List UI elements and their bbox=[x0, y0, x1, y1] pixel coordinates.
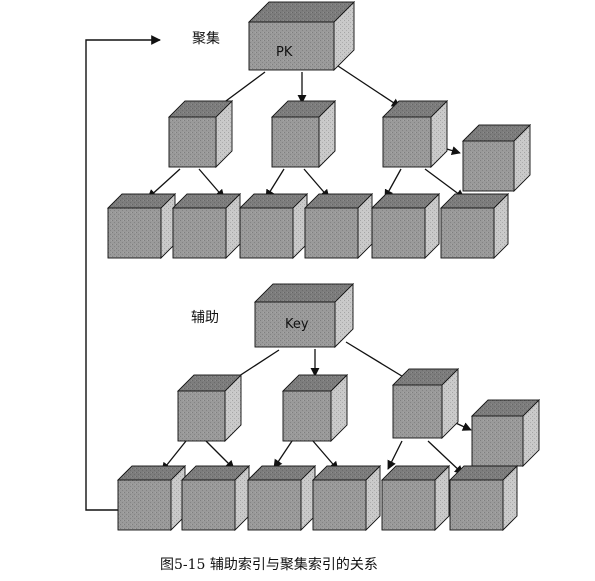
clustered-arrow bbox=[337, 65, 401, 108]
clustered-sibling-cube bbox=[462, 124, 531, 192]
clustered-arrow bbox=[303, 168, 330, 199]
clustered-internal-cube bbox=[382, 100, 448, 168]
cube-front-face-texture bbox=[381, 479, 436, 531]
secondary-internal-cube bbox=[282, 374, 348, 442]
cube-front-face-texture bbox=[247, 479, 302, 531]
tree-arrows bbox=[147, 65, 472, 475]
cube-front-face-texture bbox=[382, 116, 432, 168]
secondary-index-label: 辅助 bbox=[191, 310, 219, 326]
clustered-leaf-cube bbox=[239, 193, 308, 259]
tree-cubes bbox=[107, 1, 540, 531]
secondary-leaf-cube bbox=[247, 465, 316, 531]
cube-front-face-texture bbox=[462, 140, 515, 192]
secondary-arrow bbox=[205, 440, 235, 470]
clustered-leaf-cube bbox=[371, 193, 440, 259]
clustered-arrow bbox=[424, 168, 465, 199]
secondary-arrow bbox=[273, 440, 293, 469]
feedback-connector bbox=[85, 35, 161, 511]
cube-front-face-texture bbox=[107, 207, 162, 259]
clustered-leaf-cube bbox=[107, 193, 176, 259]
secondary-internal-cube bbox=[392, 368, 459, 439]
cube-front-face-texture bbox=[449, 479, 504, 531]
cube-front-face-texture bbox=[181, 479, 236, 531]
clustered-arrow bbox=[147, 168, 181, 199]
secondary-arrow bbox=[345, 341, 411, 382]
secondary-root-cube bbox=[254, 283, 354, 348]
clustered-internal-cube bbox=[271, 100, 336, 168]
clustered-index-label: 聚集 bbox=[192, 30, 220, 47]
secondary-sibling-cube bbox=[471, 399, 540, 467]
clustered-root-cube bbox=[248, 1, 355, 71]
cube-front-face-texture bbox=[304, 207, 359, 259]
cube-front-face-texture bbox=[440, 207, 495, 259]
cube-front-face-texture bbox=[282, 390, 332, 442]
cube-front-face-texture bbox=[471, 415, 524, 467]
clustered-arrow bbox=[384, 168, 402, 199]
secondary-internal-cube bbox=[177, 374, 242, 442]
clustered-leaf-cube bbox=[304, 193, 373, 259]
secondary-leaf-cube bbox=[449, 465, 518, 531]
cube-front-face-texture bbox=[392, 384, 443, 439]
cube-front-face-texture bbox=[248, 21, 335, 71]
pk-root-label: PK bbox=[276, 45, 293, 60]
secondary-arrow bbox=[312, 440, 339, 471]
clustered-arrow bbox=[198, 168, 225, 199]
secondary-arrow bbox=[427, 440, 464, 475]
clustered-leaf-cube bbox=[440, 193, 509, 259]
cube-front-face-texture bbox=[239, 207, 294, 259]
cube-front-face-texture bbox=[254, 301, 336, 348]
secondary-leaf-cube bbox=[117, 465, 186, 531]
clustered-internal-cube bbox=[168, 100, 233, 168]
cube-front-face-texture bbox=[168, 116, 217, 168]
secondary-leaf-cube bbox=[181, 465, 250, 531]
secondary-leaf-cube bbox=[312, 465, 381, 531]
secondary-arrow bbox=[387, 440, 403, 470]
cube-front-face-texture bbox=[117, 479, 172, 531]
clustered-leaf-cube bbox=[172, 193, 241, 259]
secondary-leaf-cube bbox=[381, 465, 450, 531]
figure-caption: 图5-15 辅助索引与聚集索引的关系 bbox=[160, 556, 378, 573]
cube-front-face-texture bbox=[172, 207, 227, 259]
clustered-arrow bbox=[265, 168, 285, 199]
cube-front-face-texture bbox=[177, 390, 226, 442]
cube-front-face-texture bbox=[271, 116, 320, 168]
cube-front-face-texture bbox=[312, 479, 367, 531]
key-root-label: Key bbox=[285, 317, 309, 332]
cube-front-face-texture bbox=[371, 207, 426, 259]
